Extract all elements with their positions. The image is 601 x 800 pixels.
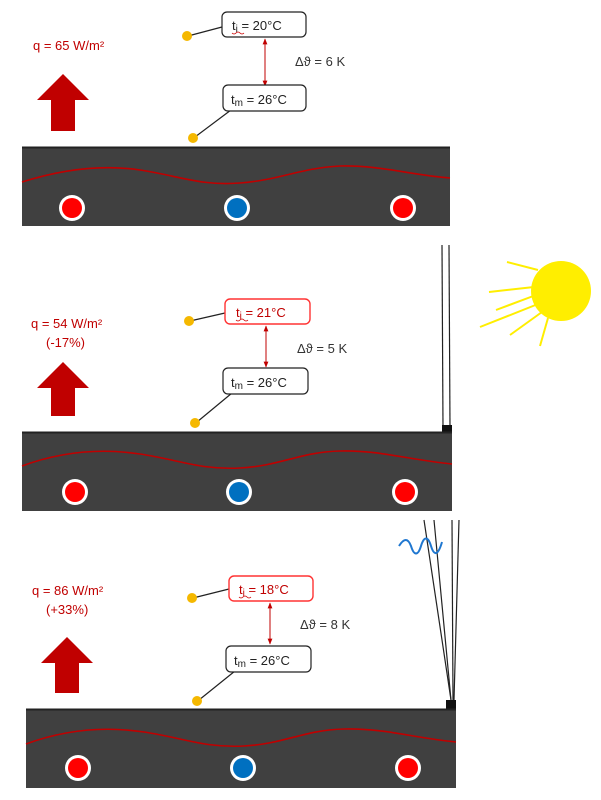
cold-air-wave-icon — [398, 537, 443, 555]
window-frame-2 — [442, 425, 452, 433]
ti-box-2 — [224, 298, 311, 325]
heat-flux-label-2: q = 54 W/m² — [31, 316, 103, 331]
heat-flux-label-1: q = 65 W/m² — [33, 38, 105, 53]
hot-pipe-1a — [62, 198, 82, 218]
tm-label-2: tm = 26°C — [231, 375, 287, 392]
delta-label-2: Δϑ = 5 K — [297, 341, 347, 356]
hot-pipe-2b — [395, 482, 415, 502]
ti-leader-2 — [189, 312, 226, 322]
delta-label-1: Δϑ = 6 K — [295, 54, 345, 69]
heat-wave-3 — [25, 728, 457, 748]
ti-label-2: ti = 21°C — [236, 305, 286, 322]
panel-2: q = 54 W/m² (-17%) ti = 21°C Δϑ = 5 K tm… — [21, 244, 591, 511]
window-pane-3 — [451, 519, 454, 701]
window-pane-inner-2 — [448, 244, 451, 429]
cold-pipe-3 — [233, 758, 253, 778]
tm-label-3: tm = 26°C — [234, 653, 290, 670]
window-pane-outer-2 — [441, 244, 444, 429]
surface-sensor-2 — [190, 418, 200, 428]
heat-wave-1 — [21, 165, 451, 185]
cold-pipe-2 — [229, 482, 249, 502]
heat-up-arrow-icon-3 — [41, 637, 93, 693]
hot-pipe-3a — [68, 758, 88, 778]
tm-box-2 — [222, 367, 309, 395]
panel-1: q = 65 W/m² ti = 20°C Δϑ = 6 K tm = 26°C — [21, 11, 451, 226]
surface-sensor-1 — [188, 133, 198, 143]
ti-leader-3 — [192, 588, 230, 599]
surface-sensor-3 — [192, 696, 202, 706]
window-pane-tilted-2 — [433, 519, 452, 701]
air-sensor-3 — [187, 593, 197, 603]
sun-icon — [479, 261, 591, 347]
air-sensor-2 — [184, 316, 194, 326]
tm-leader-2 — [196, 392, 242, 423]
delta-label-3: Δϑ = 8 K — [300, 617, 350, 632]
tm-leader-3 — [198, 670, 245, 701]
heat-wave-2 — [21, 450, 453, 470]
tm-leader-1 — [194, 109, 241, 138]
ti-leader-1 — [187, 26, 223, 37]
tm-box-3 — [225, 645, 312, 673]
window-frame-3 — [446, 700, 456, 709]
heat-flux-change-2: (-17%) — [46, 335, 85, 350]
heat-up-arrow-icon-1 — [37, 74, 89, 131]
heat-up-arrow-icon-2 — [37, 362, 89, 416]
hot-pipe-3b — [398, 758, 418, 778]
hot-pipe-1b — [393, 198, 413, 218]
hot-pipe-2a — [65, 482, 85, 502]
ti-label-1: ti = 20°C — [232, 18, 282, 35]
air-sensor-1 — [182, 31, 192, 41]
spellcheck-underline-2 — [235, 318, 249, 322]
heat-flux-change-3: (+33%) — [46, 602, 88, 617]
window-pane-4 — [453, 519, 460, 701]
panel-3: q = 86 W/m² (+33%) ti = 18°C Δϑ = 8 K tm… — [25, 519, 460, 788]
ti-box-3 — [228, 575, 314, 602]
heat-flux-label-3: q = 86 W/m² — [32, 583, 104, 598]
spellcheck-underline-3 — [238, 595, 252, 599]
tm-label-1: tm = 26°C — [231, 92, 287, 109]
window-pane-tilted-1 — [423, 519, 452, 701]
ti-box-1 — [221, 11, 307, 38]
ti-label-3: ti = 18°C — [239, 582, 289, 599]
spellcheck-underline-1 — [231, 31, 245, 35]
tm-box-1 — [222, 84, 307, 112]
cold-pipe-1 — [227, 198, 247, 218]
